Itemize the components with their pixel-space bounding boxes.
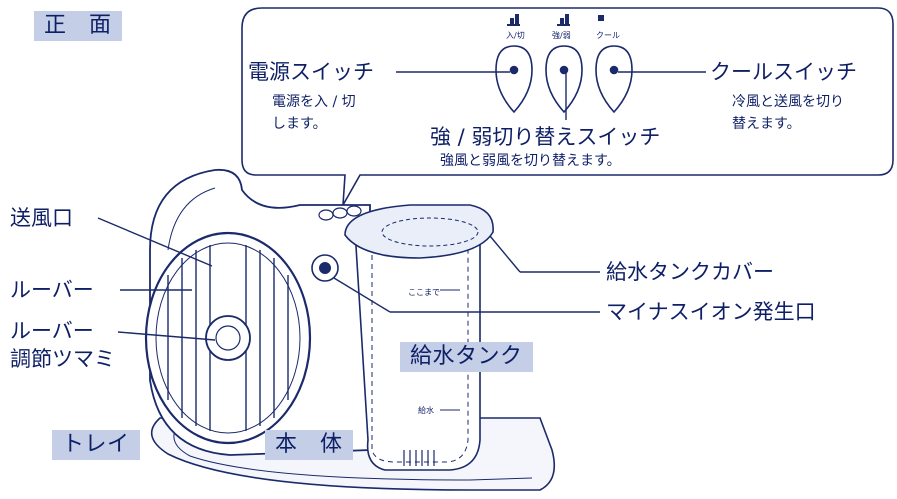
body-tag: 本 体 <box>265 430 353 460</box>
tank-cover-callout: 給水タンクカバー <box>606 260 774 284</box>
power-switch-icon <box>495 45 533 114</box>
louver-knob-callout-line2: 調節ツマミ <box>10 347 115 371</box>
ion-outlet-icon <box>311 254 339 282</box>
tank-min-line-label: 給水 <box>418 406 434 415</box>
power-switch-tiny-label: 入/切 <box>506 31 525 40</box>
tray-tag: トレイ <box>52 430 140 460</box>
power-switch-title: 電源スイッチ <box>248 60 374 84</box>
tank-cover-shape <box>344 204 494 259</box>
strength-switch-title: 強 / 弱切り替えスイッチ <box>430 125 661 149</box>
strength-switch-tiny-label: 強/弱 <box>552 31 571 40</box>
switch-leader-lines <box>396 71 706 120</box>
cool-switch-desc-line1: 冷風と送風を切り <box>732 94 844 110</box>
bottom-vents <box>403 450 435 466</box>
louver-callout: ルーバー <box>10 278 94 302</box>
outlet-callout: 送風口 <box>10 206 73 230</box>
cool-switch-title: クールスイッチ <box>710 60 857 84</box>
cool-switch-tiny-label: クール <box>596 31 620 40</box>
cool-switch-icon <box>595 45 633 114</box>
top-control-knobs <box>318 205 362 221</box>
strength-switch-desc: 強風と弱風を切り替えます。 <box>440 153 621 169</box>
callout-leader-lines <box>97 217 600 341</box>
tank-fill-line-label: ここまで <box>408 288 440 297</box>
water-tank-tag: 給水タンク <box>400 342 533 372</box>
switch-indicator-icons <box>507 14 604 26</box>
power-switch-desc-line2: します。 <box>272 116 327 132</box>
cool-switch-desc-line2: 替えます。 <box>732 116 801 132</box>
louver-knob-callout-line1: ルーバー <box>10 319 94 343</box>
ion-outlet-callout: マイナスイオン発生口 <box>606 300 816 324</box>
power-switch-desc-line1: 電源を入 / 切 <box>272 94 356 110</box>
strength-switch-icon <box>545 45 583 114</box>
fan-grille-icon <box>144 231 312 445</box>
view-label: 正 面 <box>34 11 122 41</box>
